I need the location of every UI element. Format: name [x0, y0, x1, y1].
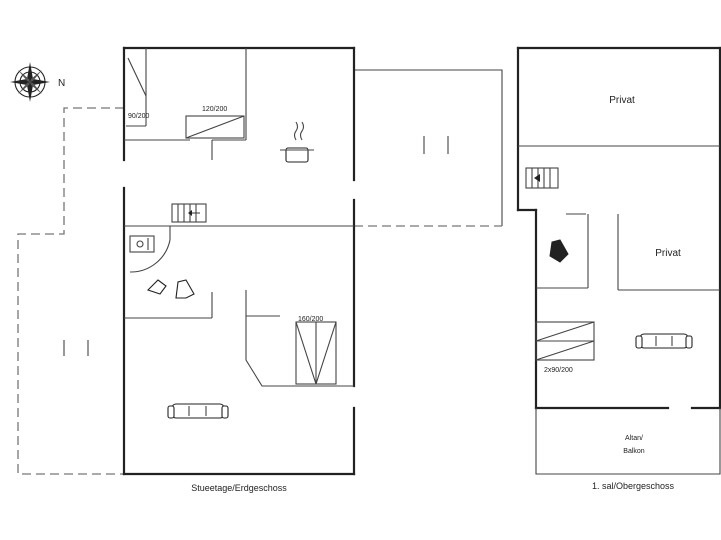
bed-size-160-200: 160/200 — [298, 316, 323, 323]
bath-icon — [129, 235, 155, 253]
armchair-icon — [146, 279, 195, 299]
stove-icon — [280, 121, 314, 163]
bed-size-120-200: 120/200 — [202, 106, 227, 113]
bed-size-2x90-200: 2x90/200 — [544, 367, 573, 374]
bed-size-90-200: 90/200 — [128, 113, 150, 120]
upper-floor: Privat Privat 2x90/200 — [516, 46, 721, 475]
annex-outline — [354, 69, 503, 227]
stairs-icon — [525, 167, 559, 189]
room-private-mid: Privat — [655, 248, 681, 259]
terrace-outline — [17, 107, 124, 475]
compass-icon — [10, 62, 50, 102]
stairs-icon — [171, 203, 207, 223]
sofa-icon — [635, 333, 693, 349]
sofa-icon — [167, 403, 229, 419]
room-private-top: Privat — [609, 95, 635, 106]
upper-floor-caption: 1. sal/Obergeschoss — [592, 481, 675, 491]
balcony-label-line1: Altan/ — [625, 435, 643, 442]
ground-floor-caption: Stueetage/Erdgeschoss — [191, 483, 287, 493]
armchair-icon — [549, 239, 569, 263]
compass-north-label: N — [58, 78, 65, 89]
balcony-label-line2: Balkon — [623, 448, 645, 455]
ground-floor: 90/200 120/200 — [122, 46, 356, 476]
